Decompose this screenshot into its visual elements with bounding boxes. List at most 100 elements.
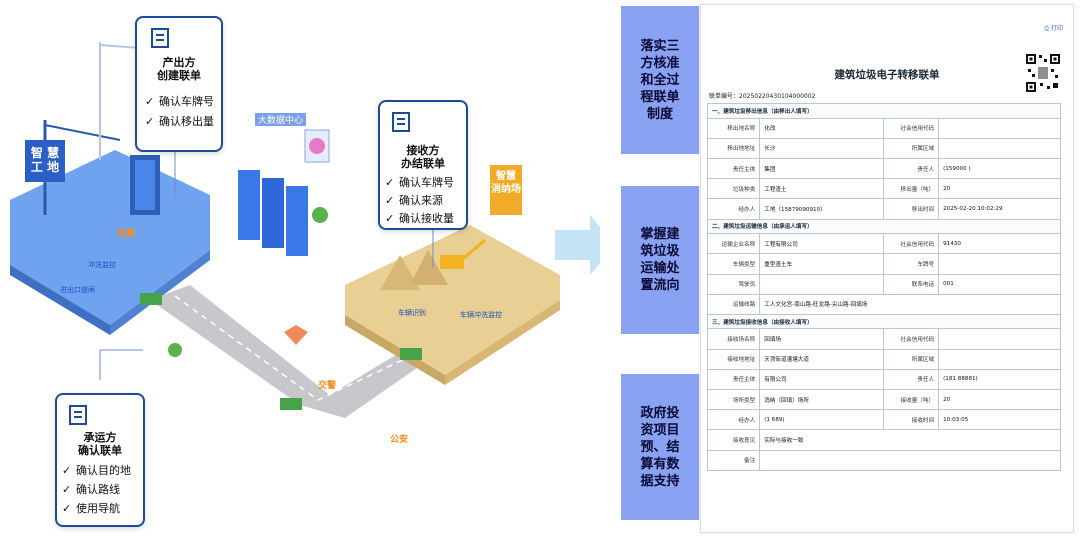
form-row: 责任主体集团责任人(159000 ) xyxy=(706,157,1061,180)
form-section-header: 一、建筑垃圾移出信息（由移出人填写） xyxy=(707,103,1061,119)
field-label: 所属区域 xyxy=(883,137,940,159)
field-label: 接收量（吨） xyxy=(883,389,940,411)
jiaotong-label: 交警 xyxy=(318,381,337,391)
side-box-joint-approval: 落实三 方核准 和全过 程联单 制度 xyxy=(621,6,699,154)
field-value xyxy=(759,273,885,295)
field-label: 接收地地址 xyxy=(706,348,761,370)
right-signboard-text: 智慧 消纳场 xyxy=(491,171,521,195)
field-value: 消纳（回填）场所 xyxy=(759,389,885,411)
carrier-card: 承运方 确认联单 ✓确认目的地 ✓确认路线 ✓使用导航 xyxy=(55,393,145,527)
field-label: 接收场名称 xyxy=(706,328,761,350)
field-label: 车牌号 xyxy=(883,253,940,275)
document-icon xyxy=(151,28,169,48)
field-value: 工程渣土 xyxy=(759,178,885,200)
form-row: 接收场名称回填场社会信用代码 xyxy=(706,328,1061,350)
bigdata-label: 大数据中心 xyxy=(255,113,307,126)
field-label: 经办人 xyxy=(706,409,761,431)
field-value: 91430 xyxy=(938,233,1061,255)
field-value: 20 xyxy=(938,389,1061,411)
carrier-card-title: 承运方 确认联单 xyxy=(78,431,122,457)
field-value: 天顶街道灌塘大道 xyxy=(759,348,885,370)
field-label: 责任人 xyxy=(883,368,940,391)
left-signboard xyxy=(25,140,65,182)
tree-icon xyxy=(312,207,328,223)
right-signboard xyxy=(490,165,522,215)
field-value: 长沙 xyxy=(759,137,885,159)
field-label: 所属区域 xyxy=(883,348,940,370)
producer-card: 产出方 创建联单 ✓确认车牌号 ✓确认移出量 xyxy=(135,16,223,152)
form-row: 移出地名称化改社会信用代码 xyxy=(706,117,1061,139)
tree-icon xyxy=(168,343,182,357)
checklist-item: ✓确认车牌号 xyxy=(145,95,214,108)
field-value: 2025-02-20 10:02:29 xyxy=(938,198,1061,220)
checklist-item: ✓确认来源 xyxy=(385,194,443,207)
workflow-illustration: 智 慧 工 地 智慧 消纳场 大数据中心 住建 交警 公安 冲洗监控 进出口道闸… xyxy=(10,16,600,527)
left-signboard-text: 智 慧 工 地 xyxy=(30,146,60,174)
field-value: 001 xyxy=(938,273,1061,295)
field-label: 责任主体 xyxy=(706,368,761,391)
field-value: (159000 ) xyxy=(938,157,1061,180)
form-section-header: 三、建筑垃圾接收信息（由接收人填写） xyxy=(707,313,1061,330)
zhujian-label: 住建 xyxy=(117,229,136,239)
producer-card-title: 产出方 创建联单 xyxy=(157,56,201,82)
form-table: 一、建筑垃圾移出信息（由移出人填写）移出地名称化改社会信用代码移出地地址长沙所属… xyxy=(706,103,1061,471)
field-value: 工程有限公司 xyxy=(759,233,885,255)
field-label: 驾驶员 xyxy=(706,273,761,295)
form-section-header: 二、建筑垃圾运输信息（由承运人填写） xyxy=(707,218,1061,235)
field-value: 化改 xyxy=(759,117,885,139)
truck-icon xyxy=(400,348,422,360)
gate-right-label: 车辆识别 xyxy=(398,309,426,317)
road xyxy=(150,285,330,405)
field-label: 接收意见 xyxy=(706,429,761,451)
side-box-data-support: 政府投 资项目 预、结 算有数 据支持 xyxy=(621,374,699,520)
scene-graphics xyxy=(10,42,600,418)
form-row: 场所类型消纳（回填）场所接收量（吨）20 xyxy=(706,389,1061,411)
document-icon xyxy=(69,405,87,425)
field-value xyxy=(759,449,1061,471)
field-value xyxy=(938,328,1061,350)
wash-right-label: 车辆冲洗监控 xyxy=(460,311,502,319)
checklist-item: ✓确认接收量 xyxy=(385,212,454,225)
form-title: 建筑垃圾电子转移联单 xyxy=(834,69,940,81)
checklist-item: ✓使用导航 xyxy=(62,502,120,515)
receiver-card: 接收方 办结联单 ✓确认车牌号 ✓确认来源 ✓确认接收量 xyxy=(378,100,468,230)
field-label: 移出地地址 xyxy=(706,137,761,159)
field-label: 移出时间 xyxy=(883,198,940,220)
field-value xyxy=(938,137,1061,159)
field-label: 车辆类型 xyxy=(706,253,761,275)
field-value: 有限公司 xyxy=(759,368,885,391)
checklist-item: ✓确认路线 xyxy=(62,483,120,496)
form-row: 车辆类型重型渣土车车牌号 xyxy=(706,253,1061,275)
field-value: 实际与接收一致 xyxy=(759,429,1061,451)
side-box-flow-tracking: 掌握建 筑垃圾 运输处 置流向 xyxy=(621,186,699,334)
form-row: 接收意见实际与接收一致 xyxy=(706,429,1061,451)
qr-code-icon xyxy=(1025,53,1061,93)
field-value: 工人文化宫-南山路-旺龙路-尖山路-回填场 xyxy=(759,293,1061,315)
checklist-item: ✓确认移出量 xyxy=(145,115,214,128)
server-icon xyxy=(238,170,260,240)
entrance-label: 进出口道闸 xyxy=(60,286,95,294)
gongan-label: 公安 xyxy=(390,435,409,445)
form-row: 责任主体有限公司责任人(181 88881) xyxy=(706,368,1061,391)
field-value: 重型渣土车 xyxy=(759,253,885,275)
print-button[interactable]: ⎙ 打印 xyxy=(1044,25,1063,32)
field-value: (181 88881) xyxy=(938,368,1061,391)
field-value xyxy=(938,253,1061,275)
field-label: 社会信用代码 xyxy=(883,233,940,255)
document-icon xyxy=(392,112,410,132)
form-row: 运输线路工人文化宫-南山路-旺龙路-尖山路-回填场 xyxy=(706,293,1061,315)
field-label: 运输企业名称 xyxy=(706,233,761,255)
form-number: 联单编号：20250220430104000002 xyxy=(709,93,816,100)
producer-checklist: ✓确认车牌号 ✓确认移出量 xyxy=(145,92,214,132)
form-row: 备注 xyxy=(706,449,1061,471)
field-label: 场所类型 xyxy=(706,389,761,411)
field-label: 移出量（吨） xyxy=(883,178,940,200)
truck-icon xyxy=(140,293,162,305)
field-label: 经办人 xyxy=(706,198,761,220)
field-label: 垃圾种类 xyxy=(706,178,761,200)
field-value xyxy=(938,117,1061,139)
field-value: 回填场 xyxy=(759,328,885,350)
truck-icon xyxy=(280,398,302,410)
